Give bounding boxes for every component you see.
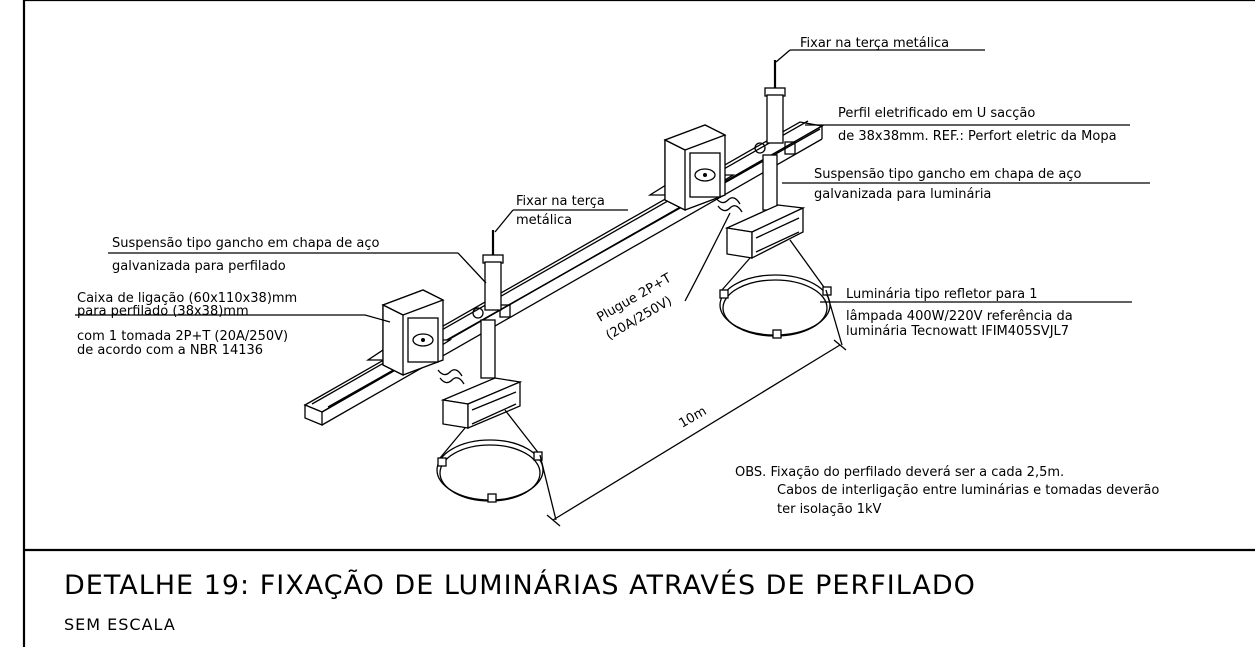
label-box-line4: de acordo com a NBR 14136: [77, 343, 263, 358]
luminaire-right: [715, 197, 832, 339]
label-fix-mid-line1: Fixar na terça: [516, 194, 605, 209]
label-fix-top: Fixar na terça metálica: [800, 36, 949, 51]
label-profile-line1: Perfil eletrificado em U sacção: [838, 106, 1035, 121]
label-profile-hanger-line1: Suspensão tipo gancho em chapa de aço: [112, 236, 380, 251]
drawing-scale-note: SEM ESCALA: [64, 615, 176, 634]
hanger-left: [472, 230, 504, 379]
obs-line3: ter isolação 1kV: [777, 502, 881, 517]
label-lum-hanger-line1: Suspensão tipo gancho em chapa de aço: [814, 167, 1082, 182]
label-luminaire-line2: lâmpada 400W/220V referência da: [846, 309, 1073, 324]
drawing-frame: [22, 0, 1255, 647]
label-luminaire-line1: Luminária tipo refletor para 1: [846, 287, 1038, 302]
label-luminaire-line3: luminária Tecnowatt IFIM405SVJL7: [846, 324, 1069, 339]
electrified-profile-rail: [303, 120, 824, 426]
label-lum-hanger-line2: galvanizada para luminária: [814, 187, 991, 202]
label-box-line2: para perfilado (38x38)mm: [77, 304, 249, 319]
luminaire-left: [436, 369, 544, 503]
label-profile-hanger-line2: galvanizada para perfilado: [112, 259, 286, 274]
label-fix-mid-line2: metálica: [516, 213, 572, 228]
junction-box-right: [647, 124, 736, 212]
drawing-title: DETALHE 19: FIXAÇÃO DE LUMINÁRIAS ATRAVÉ…: [64, 569, 976, 601]
label-profile-line2: de 38x38mm. REF.: Perfort eletric da Mop…: [838, 129, 1117, 144]
label-box-line1: Caixa de ligação (60x110x38)mm: [77, 291, 297, 306]
label-box-line3: com 1 tomada 2P+T (20A/250V): [77, 329, 288, 344]
junction-box-left: [365, 289, 453, 377]
leader-lines: [75, 49, 1150, 323]
obs-line1: OBS. Fixação do perfilado deverá ser a c…: [735, 465, 1064, 480]
hanger-right: [754, 60, 786, 211]
obs-line2: Cabos de interligação entre luminárias e…: [777, 483, 1159, 498]
dimension-line: [539, 289, 847, 527]
